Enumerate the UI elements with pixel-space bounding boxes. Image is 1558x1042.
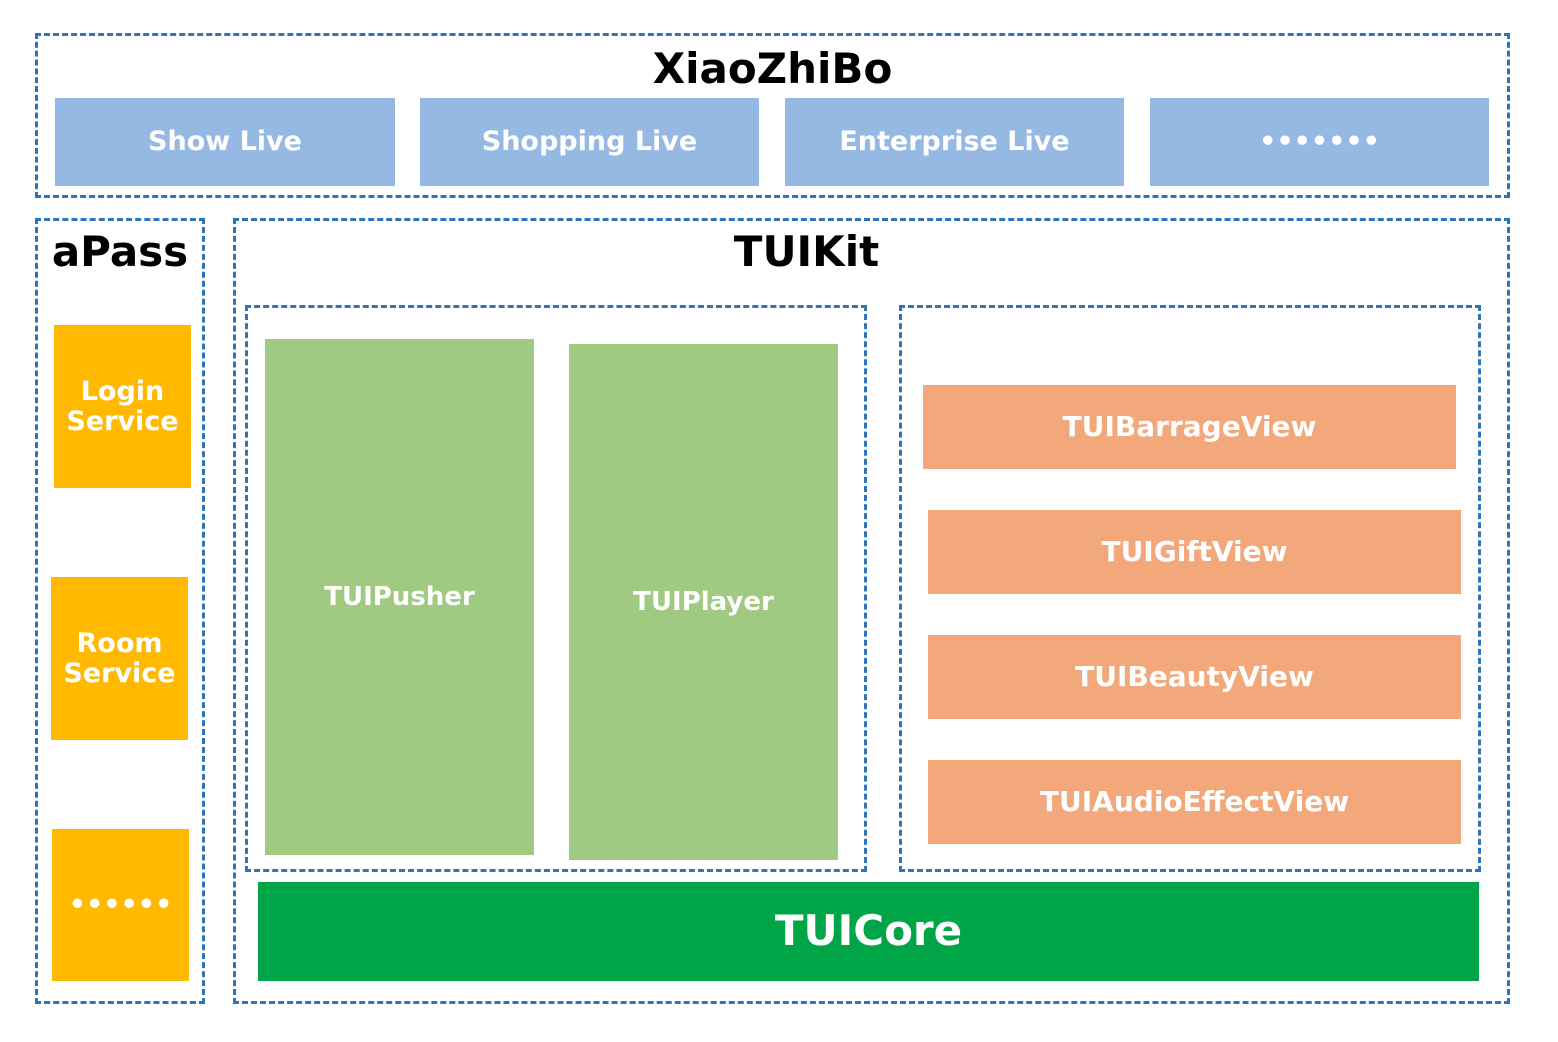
tuiplayer-block: TUIPlayer — [569, 344, 838, 860]
tuibarrageview-block: TUIBarrageView — [923, 385, 1456, 469]
service-label-line2: Service — [63, 657, 176, 689]
tuikit-title: TUIKit — [733, 227, 880, 276]
scenario-label: ••••••• — [1259, 126, 1380, 158]
scenario-label: Show Live — [148, 126, 302, 158]
core-label: TUICore — [774, 906, 963, 956]
service-label-line1: Room — [76, 627, 163, 659]
scenario-show-live: Show Live — [55, 98, 395, 186]
tuicore-block: TUICore — [258, 882, 1479, 981]
tuikit-group — [233, 218, 1510, 1004]
room-service-block: Room Service — [51, 577, 188, 740]
apass-title: aPass — [51, 227, 189, 276]
tuibeautyview-block: TUIBeautyView — [928, 635, 1461, 719]
xiaozhibo-group — [35, 33, 1510, 198]
view-label: TUIAudioEffectView — [1039, 784, 1350, 818]
tuigiftview-block: TUIGiftView — [928, 510, 1461, 594]
service-label-line1: Login — [80, 375, 165, 407]
login-service-block: Login Service — [54, 325, 191, 488]
scenario-label: Shopping Live — [481, 126, 698, 158]
scenario-more: ••••••• — [1150, 98, 1489, 186]
apass-group — [35, 218, 205, 1004]
view-label: TUIGiftView — [1101, 534, 1288, 568]
tuipusher-block: TUIPusher — [265, 339, 534, 855]
scenario-label: Enterprise Live — [839, 126, 1070, 158]
view-label: TUIBarrageView — [1062, 409, 1317, 443]
service-label-line2: Service — [66, 405, 179, 437]
media-label: TUIPlayer — [633, 586, 774, 617]
media-label: TUIPusher — [324, 581, 475, 612]
xiaozhibo-title: XiaoZhiBo — [652, 44, 893, 93]
media-subgroup — [245, 305, 867, 872]
views-subgroup — [899, 305, 1481, 872]
tuiaudioeffectview-block: TUIAudioEffectView — [928, 760, 1461, 844]
scenario-enterprise-live: Enterprise Live — [785, 98, 1124, 186]
scenario-shopping-live: Shopping Live — [420, 98, 759, 186]
view-label: TUIBeautyView — [1075, 659, 1314, 693]
more-services-block: •••••• — [52, 829, 189, 981]
service-label-line1: •••••• — [68, 889, 173, 921]
